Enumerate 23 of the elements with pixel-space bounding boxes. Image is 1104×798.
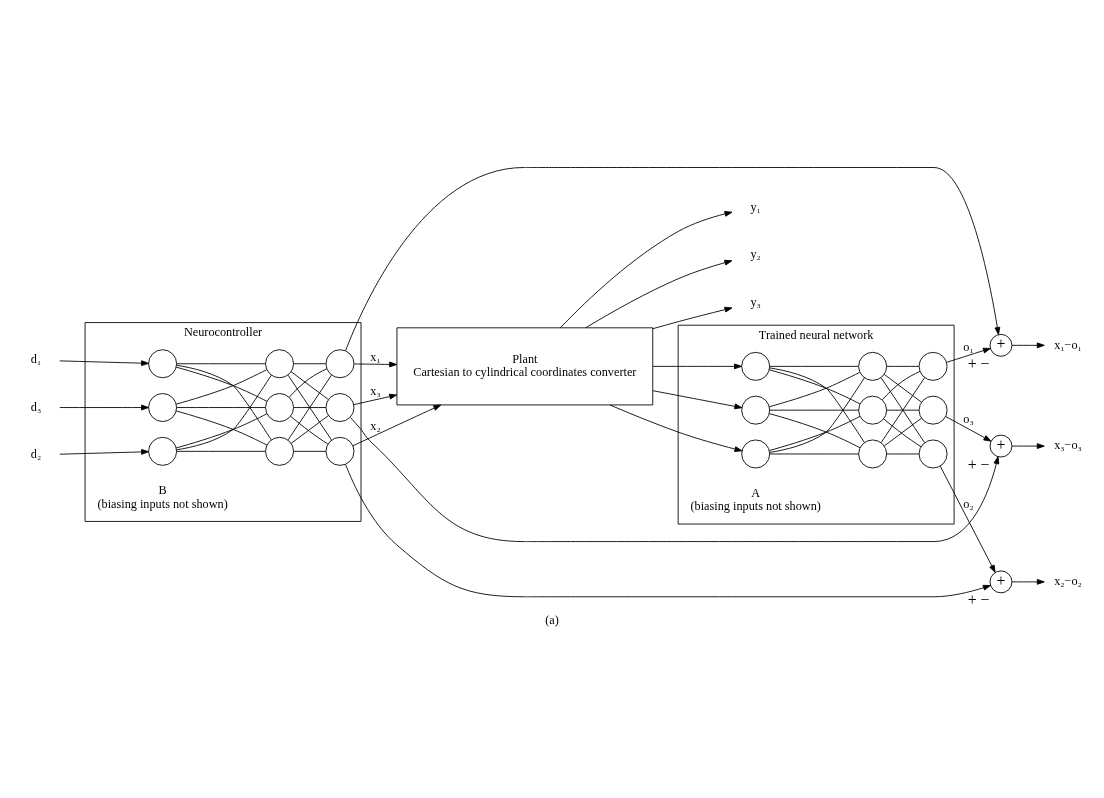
node-label: + − <box>967 354 990 372</box>
node-text: y₂ <box>750 247 761 262</box>
node-label: A <box>751 486 761 501</box>
node-text: d₂ <box>30 447 42 462</box>
node-label: B <box>158 483 167 498</box>
caption: (a) <box>545 612 559 627</box>
node-text: x₁−o₁ <box>1054 337 1082 352</box>
node-text: y₃ <box>750 294 761 309</box>
node-text: d₃ <box>30 399 42 414</box>
node-text: d₁ <box>30 352 42 367</box>
edge-label: o₁ <box>963 339 974 354</box>
node-text: x₂−o₂ <box>1054 574 1082 589</box>
node-label: (biasing inputs not shown) <box>97 496 228 511</box>
edge-label: x₁ <box>370 350 381 365</box>
edge-label: o₂ <box>963 496 974 511</box>
node-text: y₁ <box>750 200 761 215</box>
edge-label: x₃ <box>370 384 381 399</box>
node-text: x₃−o₃ <box>1054 438 1082 453</box>
edge-label: o₃ <box>963 412 974 427</box>
edge-label: x₂ <box>370 419 381 434</box>
node-label: + − <box>967 455 990 473</box>
node-label: (biasing inputs not shown) <box>690 499 821 514</box>
node-label: + − <box>967 591 990 609</box>
